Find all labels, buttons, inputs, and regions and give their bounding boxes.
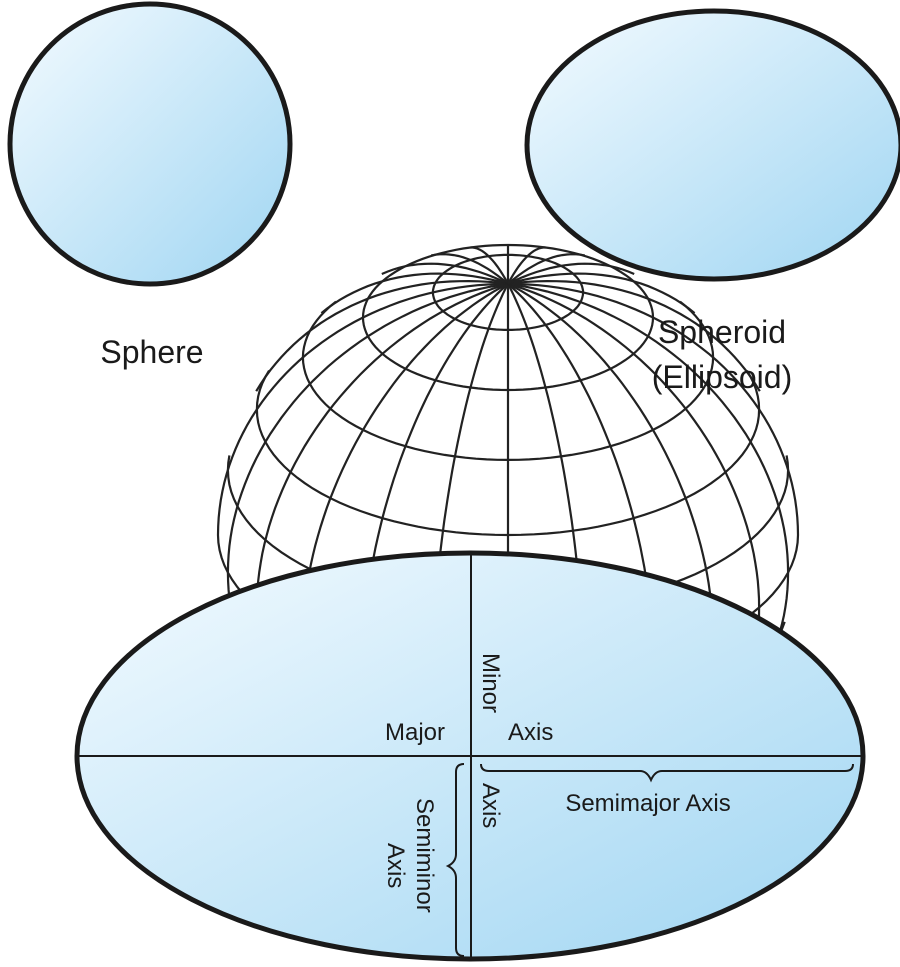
spheroid-shape xyxy=(527,11,900,279)
major-axis-label: Axis xyxy=(508,719,553,746)
sphere-shape xyxy=(10,4,290,284)
spheroid-label: Spheroid xyxy=(658,314,786,350)
semiminor-axis-label: Axis xyxy=(382,843,409,888)
minor-axis-label: Axis xyxy=(477,783,504,828)
semiminor-label: Semiminor xyxy=(411,798,438,913)
semimajor-axis-label: Semimajor Axis xyxy=(565,790,730,817)
major-label: Major xyxy=(385,719,445,746)
sphere-label: Sphere xyxy=(100,334,203,370)
ellipsoid-label: (Ellipsoid) xyxy=(652,359,792,395)
minor-label: Minor xyxy=(477,653,504,713)
